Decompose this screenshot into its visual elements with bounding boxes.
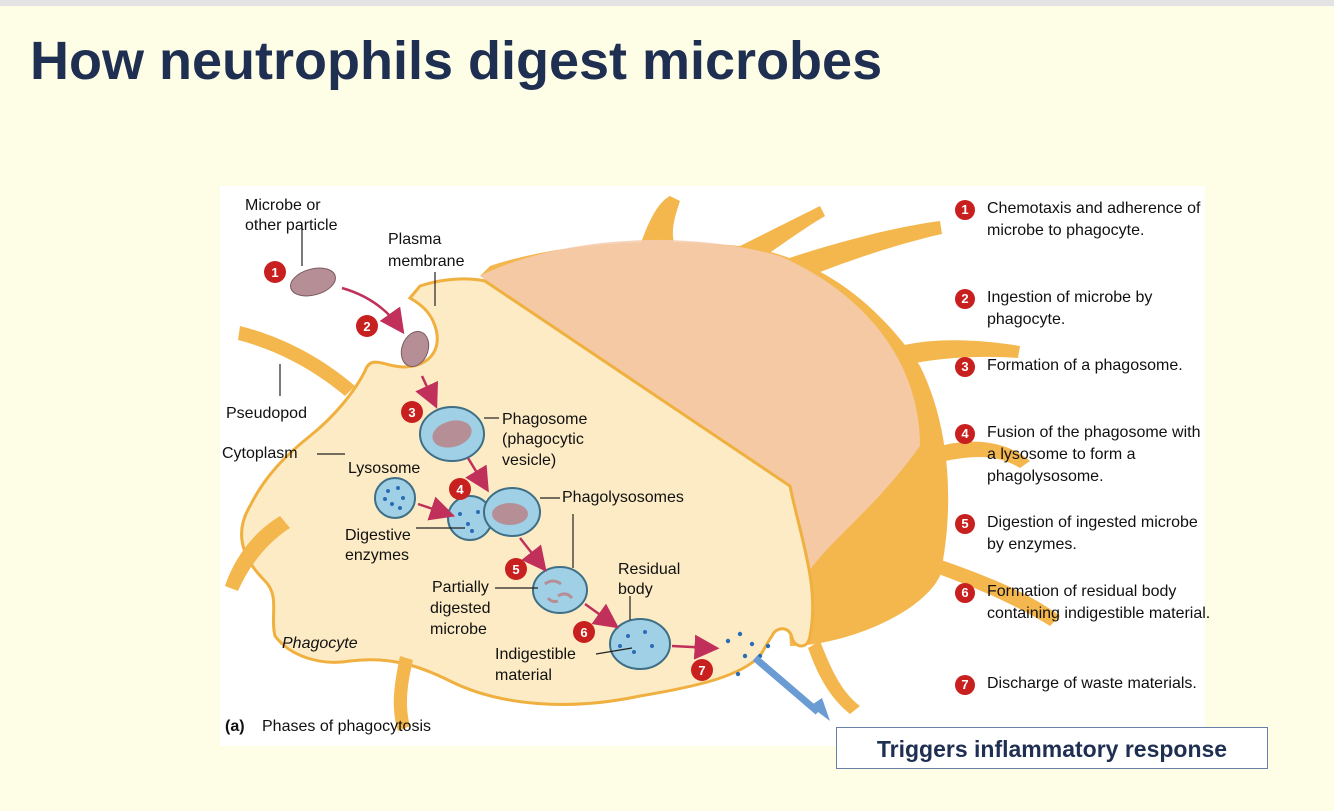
slide-title: How neutrophils digest microbes bbox=[30, 31, 883, 91]
svg-text:2: 2 bbox=[363, 319, 370, 334]
top-bar bbox=[0, 0, 1334, 6]
step-badge: 1 bbox=[955, 200, 975, 220]
indigestible-material bbox=[618, 630, 654, 654]
step-text: Ingestion of microbe by phagocyte. bbox=[987, 289, 1153, 328]
pseudopods bbox=[225, 326, 413, 731]
label-lysosome: Lysosome bbox=[348, 460, 420, 477]
microbe-ingested bbox=[400, 331, 430, 367]
marker-4: 4 bbox=[449, 478, 471, 500]
marker-3: 3 bbox=[401, 401, 423, 423]
phagocytosis-figure: 1 2 3 4 5 6 7 Microbe or other particle … bbox=[220, 186, 1205, 746]
label-partial-2: digested bbox=[430, 600, 491, 617]
diagram-labels: Microbe or other particle Plasma membran… bbox=[222, 197, 684, 735]
cut-face bbox=[480, 239, 920, 586]
label-cytoplasm: Cytoplasm bbox=[222, 445, 298, 462]
svg-text:3: 3 bbox=[408, 405, 415, 420]
discharged-waste bbox=[725, 631, 771, 677]
label-phagolysosomes: Phagolysosomes bbox=[562, 489, 684, 506]
step-text: Chemotaxis and adherence of microbe to p… bbox=[987, 200, 1201, 239]
label-plasma-2: membrane bbox=[388, 253, 465, 270]
marker-7: 7 bbox=[691, 659, 713, 681]
step-badge: 7 bbox=[955, 675, 975, 695]
caption-prefix: (a) bbox=[225, 718, 245, 735]
label-phagosome-3: vesicle) bbox=[502, 452, 556, 469]
leader-lines bbox=[279, 226, 633, 655]
svg-text:1: 1 bbox=[271, 265, 278, 280]
partially-digested-microbe bbox=[544, 579, 574, 604]
lysosome bbox=[374, 477, 416, 519]
microbe bbox=[290, 267, 336, 297]
label-residual-2: body bbox=[618, 581, 653, 598]
phagolysosome-microbe bbox=[492, 503, 528, 525]
figure-step-markers: 1 2 3 4 5 6 7 bbox=[264, 261, 713, 681]
svg-text:6: 6 bbox=[580, 625, 587, 640]
label-phagocyte: Phagocyte bbox=[282, 635, 358, 652]
step-badge: 3 bbox=[955, 357, 975, 377]
label-partial-3: microbe bbox=[430, 621, 487, 638]
label-indigestible-2: material bbox=[495, 667, 552, 684]
label-pseudopod: Pseudopod bbox=[226, 405, 307, 422]
step-text: Fusion of the phagosome with a lysosome … bbox=[987, 424, 1201, 485]
step-badge: 5 bbox=[955, 514, 975, 534]
phagocytosis-diagram: 1 2 3 4 5 6 7 Microbe or other particle … bbox=[222, 196, 1060, 735]
phagosome-microbe bbox=[432, 420, 472, 448]
marker-2: 2 bbox=[356, 315, 378, 337]
marker-6: 6 bbox=[573, 621, 595, 643]
step-text: Digestion of ingested microbe by enzymes… bbox=[987, 514, 1198, 553]
label-microbe-2: other particle bbox=[245, 217, 338, 234]
figure-caption: Phases of phagocytosis bbox=[262, 718, 431, 735]
step-text: Formation of a phagosome. bbox=[987, 357, 1183, 374]
label-phagosome-2: (phagocytic bbox=[502, 431, 584, 448]
step-arrows bbox=[341, 286, 720, 660]
label-plasma-1: Plasma bbox=[388, 231, 441, 248]
digesting-phagolysosome bbox=[532, 566, 588, 614]
callout-arrow bbox=[752, 655, 830, 721]
svg-text:7: 7 bbox=[698, 663, 705, 678]
step-text: Discharge of waste materials. bbox=[987, 675, 1197, 692]
label-microbe-1: Microbe or bbox=[245, 197, 321, 214]
svg-text:5: 5 bbox=[512, 562, 519, 577]
label-phagosome-1: Phagosome bbox=[502, 411, 587, 428]
label-indigestible-1: Indigestible bbox=[495, 646, 576, 663]
step-text: Formation of residual body containing in… bbox=[987, 583, 1211, 622]
label-partial-1: Partially bbox=[432, 579, 489, 596]
step-badge: 6 bbox=[955, 583, 975, 603]
step-badge: 4 bbox=[955, 424, 975, 444]
residual-body bbox=[609, 618, 671, 670]
label-residual-1: Residual bbox=[618, 561, 680, 578]
marker-5: 5 bbox=[505, 558, 527, 580]
fusion-enzymes bbox=[458, 510, 480, 533]
label-enzymes-2: enzymes bbox=[345, 547, 409, 564]
label-enzymes-1: Digestive bbox=[345, 527, 411, 544]
lysosome-enzymes bbox=[383, 486, 405, 510]
marker-1: 1 bbox=[264, 261, 286, 283]
step-badge: 2 bbox=[955, 289, 975, 309]
svg-text:4: 4 bbox=[456, 482, 464, 497]
inflammatory-response-callout: Triggers inflammatory response bbox=[836, 727, 1268, 769]
